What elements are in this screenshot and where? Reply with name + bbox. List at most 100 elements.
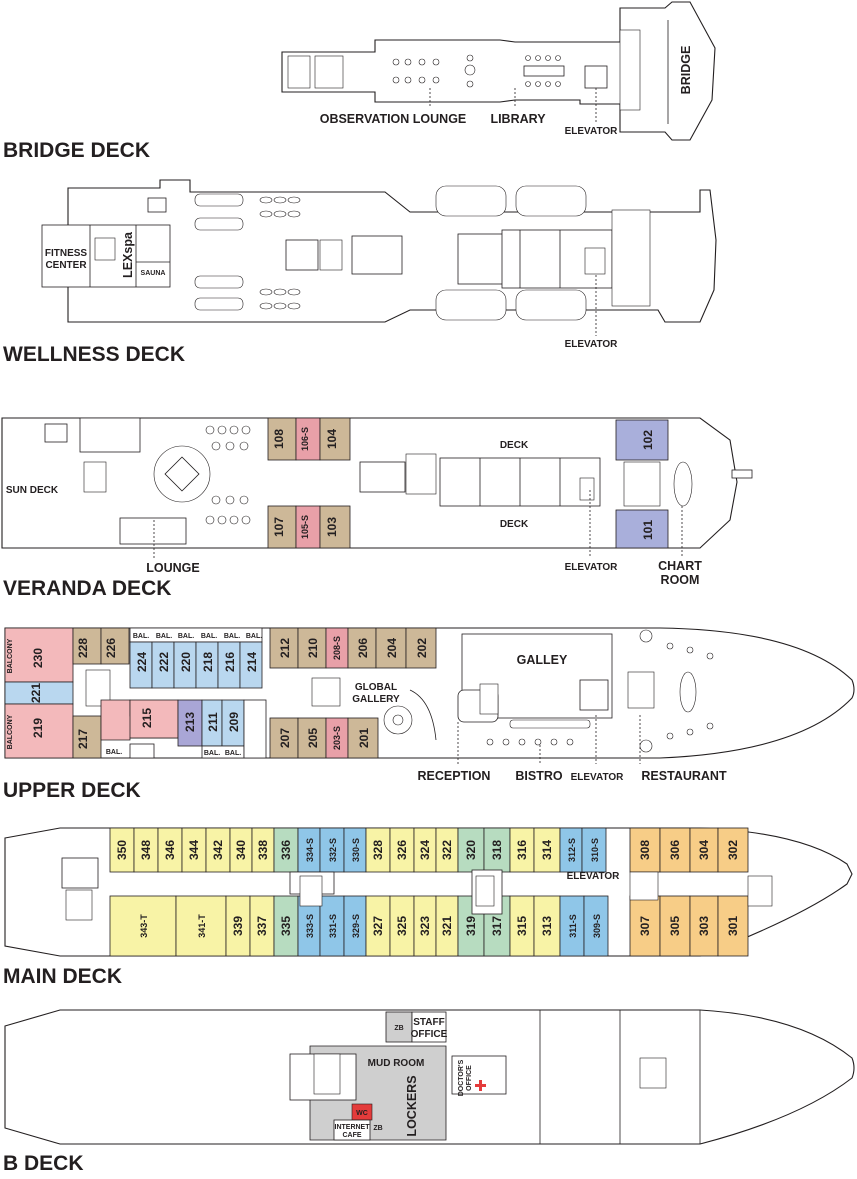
cabin-230[interactable]: 230 <box>31 648 45 668</box>
cabin-325[interactable]: 325 <box>395 916 409 936</box>
cabin-318[interactable]: 318 <box>490 840 504 860</box>
cabin-333-s[interactable]: 333-S <box>305 914 315 938</box>
cabin-219[interactable]: 219 <box>31 718 45 738</box>
cabin-309-s[interactable]: 309-S <box>592 914 602 938</box>
cabin-301-box[interactable] <box>717 895 749 957</box>
cabin-340[interactable]: 340 <box>234 840 248 860</box>
cabin-204[interactable]: 204 <box>385 638 399 658</box>
cabin-331-s[interactable]: 331-S <box>328 914 338 938</box>
cabin-212[interactable]: 212 <box>278 638 292 658</box>
cabin-350[interactable]: 350 <box>115 840 129 860</box>
cabin-211[interactable]: 211 <box>206 712 220 732</box>
cabin-321[interactable]: 321 <box>440 916 454 936</box>
cabin-306-box[interactable] <box>659 827 691 873</box>
cabin-207[interactable]: 207 <box>278 728 292 748</box>
cabin-339-box[interactable] <box>225 895 251 957</box>
cabin-313[interactable]: 313 <box>540 916 554 936</box>
cabin-310-s[interactable]: 310-S <box>590 838 600 862</box>
cabin-327-box[interactable] <box>365 895 391 957</box>
cabin-339[interactable]: 339 <box>231 916 245 936</box>
cabin-105-s[interactable]: 105-S <box>300 515 310 539</box>
cabin-306[interactable]: 306 <box>668 840 682 860</box>
cabin-314[interactable]: 314 <box>540 840 554 860</box>
cabin-313-box[interactable] <box>533 895 561 957</box>
cabin-220[interactable]: 220 <box>179 652 193 672</box>
cabin-348-box[interactable] <box>133 827 159 873</box>
cabin-309-s-box[interactable] <box>583 895 609 957</box>
cabin-318-box[interactable] <box>483 827 511 873</box>
cabin-307[interactable]: 307 <box>638 916 652 936</box>
cabin-311-s[interactable]: 311-S <box>568 914 578 938</box>
cabin-221[interactable]: 221 <box>29 683 43 703</box>
cabin-215[interactable]: 215 <box>140 708 154 728</box>
cabin-315[interactable]: 315 <box>515 916 529 936</box>
cabin-317[interactable]: 317 <box>490 916 504 936</box>
cabin-329-s[interactable]: 329-S <box>351 914 361 938</box>
cabin-202[interactable]: 202 <box>415 638 429 658</box>
cabin-308[interactable]: 308 <box>638 840 652 860</box>
cabin-214[interactable]: 214 <box>245 652 259 672</box>
cabin-331-s-box[interactable] <box>319 895 345 957</box>
cabin-336-box[interactable] <box>273 827 299 873</box>
cabin-319[interactable]: 319 <box>464 916 478 936</box>
cabin-224[interactable]: 224 <box>135 652 149 672</box>
cabin-213[interactable]: 213 <box>183 712 197 732</box>
cabin-108[interactable]: 108 <box>272 429 286 449</box>
cabin-203-s[interactable]: 203-S <box>332 726 342 750</box>
cabin-337[interactable]: 337 <box>255 916 269 936</box>
cabin-342[interactable]: 342 <box>211 840 225 860</box>
cabin-316-box[interactable] <box>509 827 535 873</box>
cabin-216[interactable]: 216 <box>223 652 237 672</box>
cabin-335-box[interactable] <box>273 895 299 957</box>
cabin-308-box[interactable] <box>629 827 661 873</box>
cabin-337-box[interactable] <box>249 895 275 957</box>
cabin-104[interactable]: 104 <box>325 429 339 449</box>
cabin-344-box[interactable] <box>181 827 207 873</box>
cabin-302-box[interactable] <box>717 827 749 873</box>
cabin-303-box[interactable] <box>689 895 719 957</box>
cabin-334-s[interactable]: 334-S <box>305 838 315 862</box>
cabin-326[interactable]: 326 <box>395 840 409 860</box>
cabin-316[interactable]: 316 <box>515 840 529 860</box>
cabin-201[interactable]: 201 <box>357 728 371 748</box>
cabin-314-box[interactable] <box>533 827 561 873</box>
cabin-106-s[interactable]: 106-S <box>300 427 310 451</box>
cabin-208-s[interactable]: 208-S <box>332 636 342 660</box>
cabin-341-t-box[interactable] <box>175 895 227 957</box>
cabin-205[interactable]: 205 <box>306 728 320 748</box>
cabin-226[interactable]: 226 <box>104 638 118 658</box>
cabin-324[interactable]: 324 <box>418 840 432 860</box>
cabin-338[interactable]: 338 <box>256 840 270 860</box>
cabin-304[interactable]: 304 <box>697 840 711 860</box>
cabin-335[interactable]: 335 <box>279 916 293 936</box>
cabin-222[interactable]: 222 <box>157 652 171 672</box>
cabin-320[interactable]: 320 <box>464 840 478 860</box>
cabin-103[interactable]: 103 <box>325 517 339 537</box>
cabin-210[interactable]: 210 <box>306 638 320 658</box>
cabin-350-box[interactable] <box>109 827 135 873</box>
cabin-218[interactable]: 218 <box>201 652 215 672</box>
cabin-323[interactable]: 323 <box>418 916 432 936</box>
cabin-307-box[interactable] <box>629 895 661 957</box>
cabin-325-box[interactable] <box>389 895 415 957</box>
cabin-348[interactable]: 348 <box>139 840 153 860</box>
cabin-346[interactable]: 346 <box>163 840 177 860</box>
cabin-305-box[interactable] <box>659 895 691 957</box>
cabin-310-s-box[interactable] <box>581 827 607 873</box>
cabin-304-box[interactable] <box>689 827 719 873</box>
cabin-343-t-box[interactable] <box>109 895 177 957</box>
cabin-344[interactable]: 344 <box>187 840 201 860</box>
cabin-326-box[interactable] <box>389 827 415 873</box>
cabin-327[interactable]: 327 <box>371 916 385 936</box>
cabin-343-t[interactable]: 343-T <box>139 914 149 938</box>
cabin-328[interactable]: 328 <box>371 840 385 860</box>
cabin-311-s-box[interactable] <box>559 895 585 957</box>
cabin-303[interactable]: 303 <box>697 916 711 936</box>
cabin-342-box[interactable] <box>205 827 231 873</box>
cabin-305[interactable]: 305 <box>668 916 682 936</box>
cabin-328-box[interactable] <box>365 827 391 873</box>
cabin-312-s[interactable]: 312-S <box>567 838 577 862</box>
cabin-209[interactable]: 209 <box>227 712 241 732</box>
cabin-302[interactable]: 302 <box>726 840 740 860</box>
cabin-301[interactable]: 301 <box>726 916 740 936</box>
